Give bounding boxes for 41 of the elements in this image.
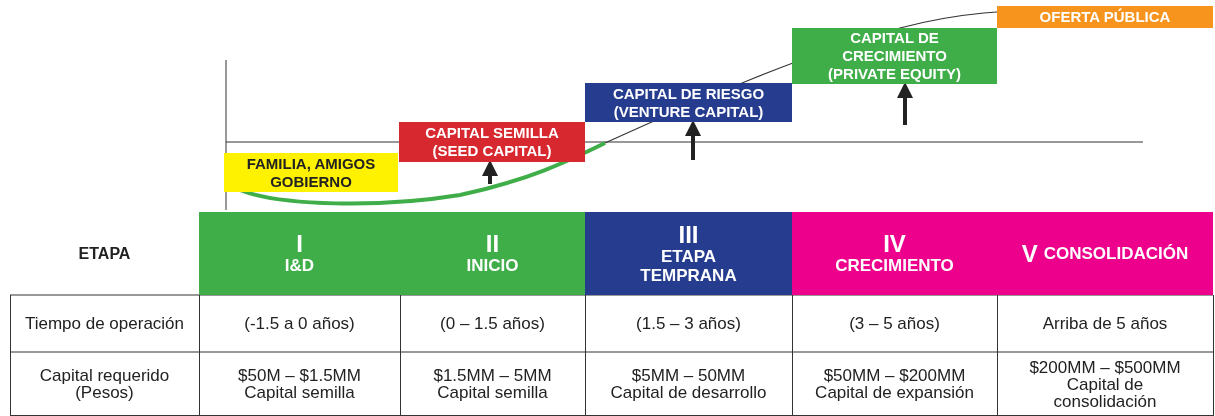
stage-numeral: II bbox=[485, 232, 500, 256]
stage-title: I&D bbox=[284, 256, 315, 275]
stage-numeral: III bbox=[678, 222, 699, 247]
funding-box: FAMILIA, AMIGOS GOBIERNO bbox=[224, 153, 398, 192]
stage-numeral: V bbox=[1021, 241, 1038, 266]
funding-box: OFERTA PÚBLICA bbox=[997, 6, 1213, 28]
capital-type: Capital semilla bbox=[244, 384, 355, 401]
funding-box: CAPITAL DE CRECIMIENTO (PRIVATE EQUITY) bbox=[792, 28, 997, 84]
stage-title: CRECIMIENTO bbox=[835, 256, 954, 275]
funding-box: CAPITAL SEMILLA (SEED CAPITAL) bbox=[399, 122, 585, 162]
arrow bbox=[897, 82, 913, 125]
amount-range: $50M – $1.5MM bbox=[238, 367, 361, 384]
arrow bbox=[685, 120, 701, 160]
row-header: Tiempo de operación bbox=[23, 313, 186, 335]
stage-numeral: IV bbox=[883, 232, 906, 256]
row-header: Capital requerido (Pesos) bbox=[38, 365, 171, 404]
stage-header bbox=[199, 212, 400, 295]
capital-type: Capital de expansión bbox=[815, 384, 974, 401]
capital-type: Capital de desarrollo bbox=[610, 384, 767, 401]
stage-title: INICIO bbox=[466, 256, 519, 275]
capital-type: Capital semilla bbox=[437, 384, 548, 401]
capital-type: Capital de consolidación bbox=[1053, 375, 1157, 410]
stage-title: ETAPA TEMPRANA bbox=[639, 246, 738, 285]
stage-header bbox=[400, 212, 585, 295]
amount-range: $5MM – 50MM bbox=[631, 367, 746, 384]
stage-title: CONSOLIDACIÓN bbox=[1043, 244, 1189, 263]
arrow bbox=[482, 160, 498, 184]
stage-header bbox=[585, 212, 792, 295]
stage-numeral: I bbox=[296, 232, 303, 256]
stage-header bbox=[792, 212, 997, 295]
amount-range: $1.5MM – 5MM bbox=[433, 367, 552, 384]
stage-header bbox=[997, 212, 1213, 295]
column-label: ETAPA bbox=[77, 244, 132, 264]
amount-range: $200MM – $500MM bbox=[1029, 358, 1181, 376]
duration-value: (3 – 5 años) bbox=[848, 313, 941, 335]
duration-value: Arriba de 5 años bbox=[1041, 313, 1169, 335]
duration-value: (0 – 1.5 años) bbox=[439, 313, 546, 335]
duration-value: (1.5 – 3 años) bbox=[635, 313, 742, 335]
duration-value: (-1.5 a 0 años) bbox=[243, 313, 356, 335]
funding-box: CAPITAL DE RIESGO (VENTURE CAPITAL) bbox=[585, 83, 792, 122]
amount-range: $50MM – $200MM bbox=[823, 367, 966, 384]
